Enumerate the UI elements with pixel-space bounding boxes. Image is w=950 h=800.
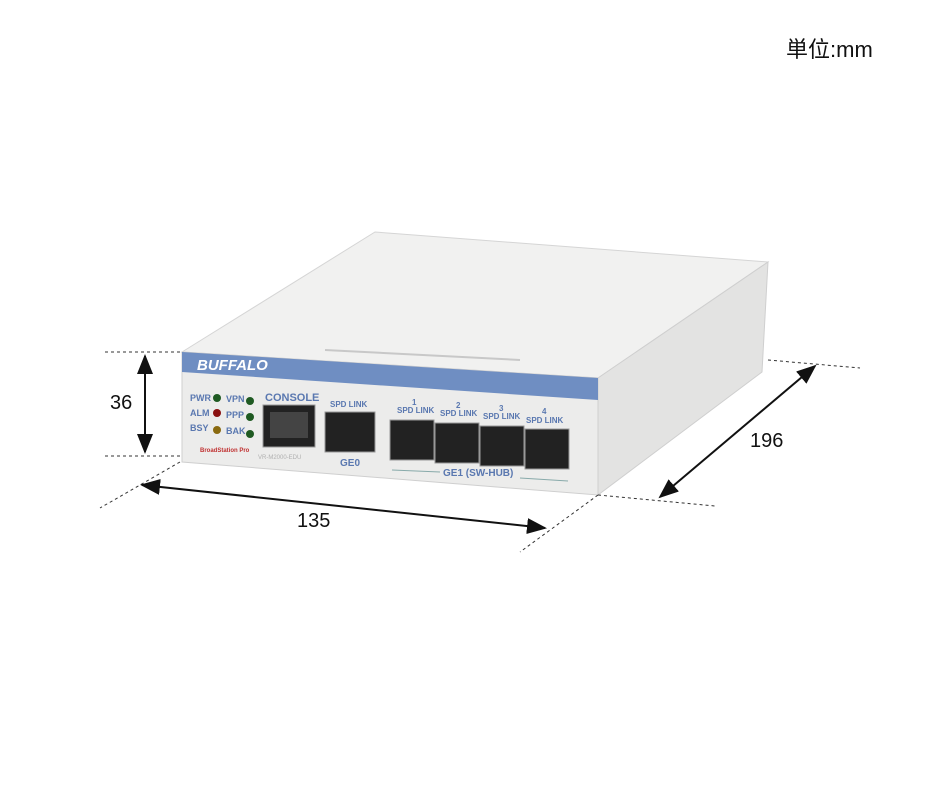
- depth-arrow: [658, 364, 817, 499]
- dimension-guides: [99, 351, 861, 553]
- ge1-port-number-3: 3: [499, 404, 504, 413]
- ge1-port-1[interactable]: [389, 419, 435, 461]
- led-pwr: [213, 394, 221, 402]
- ge1-label: GE1 (SW-HUB): [443, 468, 513, 479]
- led-label-alm: ALM: [190, 408, 210, 418]
- ge1-port-labels-1: SPD LINK: [397, 406, 435, 415]
- led-label-pwr: PWR: [190, 393, 211, 403]
- ge1-port-labels-2: SPD LINK: [440, 409, 478, 418]
- led-alm: [213, 409, 221, 417]
- unit-label: 単位:mm: [786, 37, 873, 62]
- led-ppp: [246, 413, 254, 421]
- ge1-port-number-4: 4: [542, 407, 547, 416]
- ge0-port[interactable]: [324, 411, 376, 453]
- ge0-label: GE0: [340, 458, 360, 469]
- ge1-port-number-1: 1: [412, 398, 417, 407]
- ge1-port-4[interactable]: [524, 428, 570, 470]
- ge1-port-3[interactable]: [479, 425, 525, 467]
- led-label-bak: BAK: [226, 426, 246, 436]
- width-arrow: [140, 478, 547, 535]
- led-bak: [246, 430, 254, 438]
- led-vpn: [246, 397, 254, 405]
- led-label-ppp: PPP: [226, 410, 244, 420]
- ge1-port-labels-3: SPD LINK: [483, 412, 521, 421]
- brand-band: [182, 352, 598, 400]
- brand-logo: BUFFALO: [197, 357, 268, 374]
- depth-dimension: 196: [750, 430, 784, 452]
- console-label: CONSOLE: [265, 392, 319, 404]
- ge1-port-number-2: 2: [456, 401, 461, 410]
- led-label-bsy: BSY: [190, 423, 209, 433]
- series-logo: BroadStation Pro: [200, 448, 250, 454]
- ge0-port-labels: SPD LINK: [330, 400, 368, 409]
- model-label: VR-M2000-EDU: [258, 455, 301, 461]
- height-dimension: 36: [110, 392, 133, 414]
- led-bsy: [213, 426, 221, 434]
- ge1-port-2[interactable]: [434, 422, 480, 464]
- led-panel: PWR VPN ALM PPP BSY BAK: [190, 393, 254, 438]
- width-dimension: 135: [297, 510, 331, 532]
- led-label-vpn: VPN: [226, 394, 245, 404]
- ge1-port-labels-4: SPD LINK: [526, 416, 564, 425]
